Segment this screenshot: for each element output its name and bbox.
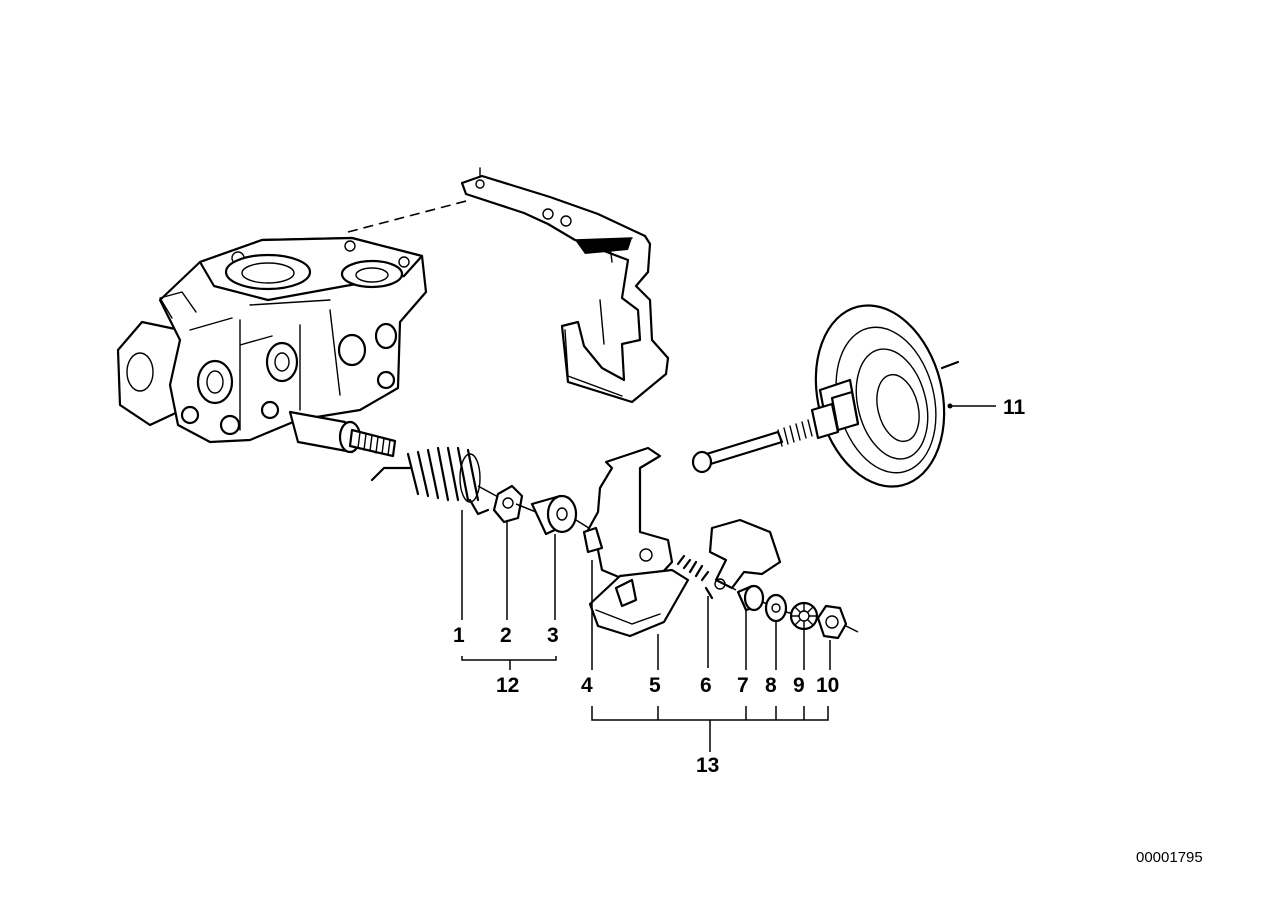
linkage-plate — [582, 446, 690, 638]
cam-segment — [708, 518, 782, 591]
callout-3: 3 — [547, 624, 559, 647]
callout-1: 1 — [453, 624, 465, 647]
callout-11: 11 — [1003, 396, 1026, 419]
callout-9: 9 — [793, 674, 805, 697]
callout-7: 7 — [737, 674, 749, 697]
washer-small — [764, 593, 795, 623]
callout-4: 4 — [581, 674, 593, 697]
carburetor-body — [116, 236, 428, 458]
small-spring — [676, 554, 714, 600]
callout-5: 5 — [649, 674, 661, 697]
callout-10: 10 — [816, 674, 839, 697]
bracket — [460, 174, 670, 404]
lock-washer — [789, 601, 819, 631]
spring — [370, 446, 501, 516]
callout-8: 8 — [765, 674, 777, 697]
vacuum-unit — [691, 304, 960, 488]
alignment-dashed-line — [347, 199, 471, 233]
sleeve — [736, 584, 769, 612]
callout-12: 12 — [496, 674, 519, 697]
callout-6: 6 — [700, 674, 712, 697]
washer — [492, 484, 537, 524]
nut — [816, 604, 859, 640]
callout-13: 13 — [696, 754, 719, 777]
callout-leaders — [461, 403, 996, 752]
callout-2: 2 — [500, 624, 512, 647]
bushing — [530, 494, 593, 536]
document-id: 00001795 — [1136, 849, 1203, 866]
